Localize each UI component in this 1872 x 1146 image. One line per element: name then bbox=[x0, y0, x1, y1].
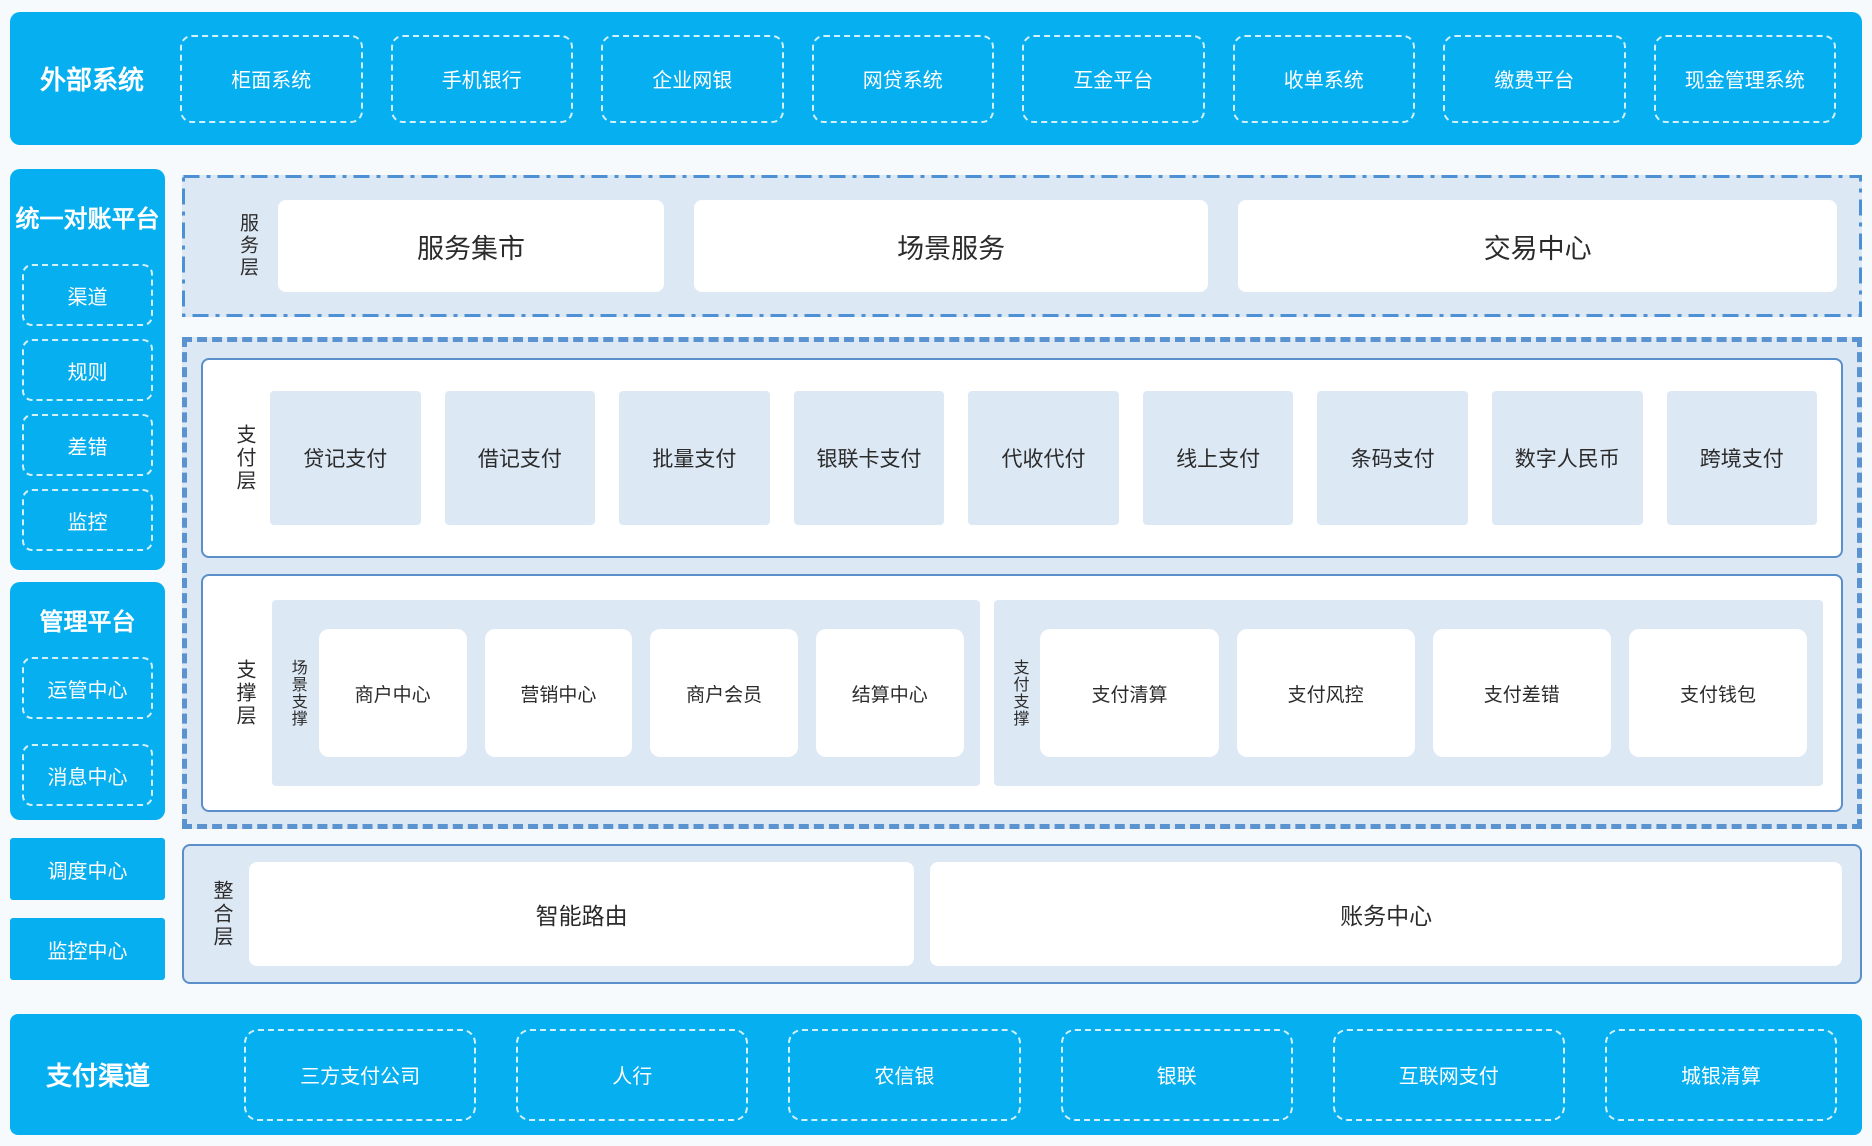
management-items: 运管中心 消息中心 bbox=[10, 657, 165, 806]
management-item: 消息中心 bbox=[22, 744, 153, 806]
integration-layer-label: 整合层 bbox=[210, 879, 232, 949]
management-platform-panel: 管理平台 运管中心 消息中心 bbox=[10, 582, 165, 820]
payment-support-items: 支付清算 支付风控 支付差错 支付钱包 bbox=[1040, 629, 1808, 757]
reconciliation-item: 差错 bbox=[22, 414, 153, 476]
payment-channel-item: 人行 bbox=[516, 1028, 749, 1121]
support-item: 商户会员 bbox=[650, 629, 798, 757]
payment-layer-label: 支付层 bbox=[233, 423, 255, 493]
integration-layer-items: 智能路由 账务中心 bbox=[249, 862, 1842, 966]
external-systems-bar: 外部系统 柜面系统 手机银行 企业网银 网贷系统 互金平台 收单系统 缴费平台 … bbox=[10, 12, 1862, 145]
service-layer-items: 服务集市 场景服务 交易中心 bbox=[277, 200, 1837, 292]
service-layer: 服务层 服务集市 场景服务 交易中心 bbox=[182, 175, 1862, 317]
payment-support-label: 支付支撑 bbox=[1010, 659, 1028, 727]
payment-channel-item: 农信银 bbox=[788, 1028, 1021, 1121]
payment-channels-bar: 支付渠道 三方支付公司 人行 农信银 银联 互联网支付 城银清算 bbox=[10, 1014, 1862, 1135]
external-systems-title: 外部系统 bbox=[40, 65, 145, 95]
integration-layer: 整合层 智能路由 账务中心 bbox=[182, 844, 1862, 984]
payment-item: 借记支付 bbox=[444, 391, 596, 525]
external-system-item: 手机银行 bbox=[390, 34, 573, 123]
scene-support-label: 场景支撑 bbox=[288, 659, 306, 727]
support-item: 支付钱包 bbox=[1628, 629, 1808, 757]
scene-support-items: 商户中心 营销中心 商户会员 结算中心 bbox=[318, 629, 964, 757]
external-system-item: 网贷系统 bbox=[811, 34, 994, 123]
reconciliation-platform-panel: 统一对账平台 渠道 规则 差错 监控 bbox=[10, 169, 165, 570]
payment-support-group: 支付支撑 支付清算 支付风控 支付差错 支付钱包 bbox=[993, 600, 1823, 786]
service-item: 服务集市 bbox=[277, 200, 664, 292]
support-item: 支付风控 bbox=[1236, 629, 1415, 757]
reconciliation-items: 渠道 规则 差错 监控 bbox=[10, 264, 165, 551]
payment-channel-item: 三方支付公司 bbox=[244, 1028, 477, 1121]
core-layers-dashed-container: 支付层 贷记支付 借记支付 批量支付 银联卡支付 代收代付 线上支付 条码支付 … bbox=[182, 337, 1862, 829]
payment-item: 贷记支付 bbox=[270, 391, 421, 525]
management-item: 运管中心 bbox=[22, 657, 153, 719]
payment-item: 条码支付 bbox=[1317, 391, 1468, 525]
support-item: 支付差错 bbox=[1432, 629, 1611, 757]
integration-item: 账务中心 bbox=[930, 862, 1842, 966]
external-system-item: 现金管理系统 bbox=[1653, 34, 1836, 123]
support-layer: 支撑层 场景支撑 商户中心 营销中心 商户会员 结算中心 支付支撑 支付清算 支… bbox=[201, 574, 1843, 812]
payment-channel-item: 银联 bbox=[1060, 1028, 1293, 1121]
payment-layer-items: 贷记支付 借记支付 批量支付 银联卡支付 代收代付 线上支付 条码支付 数字人民… bbox=[270, 391, 1818, 525]
payment-item: 银联卡支付 bbox=[793, 391, 945, 525]
payment-item: 线上支付 bbox=[1142, 391, 1294, 525]
integration-item: 智能路由 bbox=[249, 862, 915, 966]
payment-item: 批量支付 bbox=[619, 391, 770, 525]
payment-channel-item: 互联网支付 bbox=[1332, 1028, 1565, 1121]
service-item: 场景服务 bbox=[693, 200, 1209, 292]
reconciliation-item: 渠道 bbox=[22, 264, 153, 326]
support-layer-groups: 场景支撑 商户中心 营销中心 商户会员 结算中心 支付支撑 支付清算 支付风控 … bbox=[272, 600, 1823, 786]
external-system-item: 收单系统 bbox=[1232, 34, 1415, 123]
payment-item: 数字人民币 bbox=[1491, 391, 1643, 525]
payment-channels-title: 支付渠道 bbox=[46, 1061, 151, 1091]
external-system-item: 互金平台 bbox=[1022, 34, 1205, 123]
reconciliation-platform-title: 统一对账平台 bbox=[15, 206, 160, 233]
external-systems-items: 柜面系统 手机银行 企业网银 网贷系统 互金平台 收单系统 缴费平台 现金管理系… bbox=[180, 34, 1836, 123]
support-layer-label: 支撑层 bbox=[233, 658, 255, 728]
dispatch-center-box: 调度中心 bbox=[10, 838, 165, 900]
reconciliation-item: 监控 bbox=[22, 489, 153, 551]
external-system-item: 企业网银 bbox=[601, 34, 784, 123]
monitoring-center-box: 监控中心 bbox=[10, 918, 165, 980]
support-item: 支付清算 bbox=[1040, 629, 1219, 757]
support-item: 商户中心 bbox=[318, 629, 467, 757]
payment-item: 跨境支付 bbox=[1666, 391, 1818, 525]
reconciliation-item: 规则 bbox=[22, 339, 153, 401]
payment-channel-item: 城银清算 bbox=[1604, 1028, 1838, 1121]
service-layer-label: 服务层 bbox=[236, 213, 258, 279]
support-item: 结算中心 bbox=[815, 629, 964, 757]
external-system-item: 柜面系统 bbox=[180, 34, 363, 123]
payment-layer: 支付层 贷记支付 借记支付 批量支付 银联卡支付 代收代付 线上支付 条码支付 … bbox=[201, 358, 1843, 558]
external-system-item: 缴费平台 bbox=[1443, 34, 1626, 123]
payment-item: 代收代付 bbox=[968, 391, 1119, 525]
payment-channel-items: 三方支付公司 人行 农信银 银联 互联网支付 城银清算 bbox=[244, 1028, 1838, 1121]
scene-support-group: 场景支撑 商户中心 营销中心 商户会员 结算中心 bbox=[272, 600, 980, 786]
support-item: 营销中心 bbox=[484, 629, 633, 757]
management-platform-title: 管理平台 bbox=[39, 609, 136, 636]
service-item: 交易中心 bbox=[1238, 200, 1837, 292]
